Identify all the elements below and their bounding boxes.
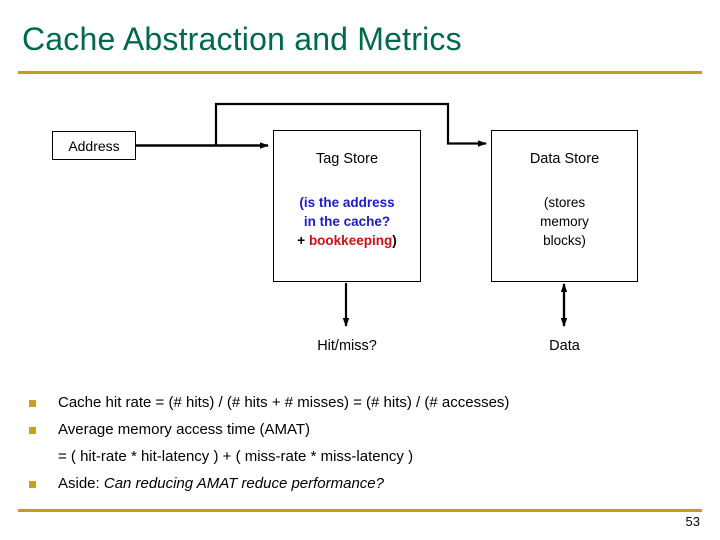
square-bullet-icon: [29, 481, 36, 488]
square-bullet-icon: [29, 400, 36, 407]
tag-store-sub-line-1: (is the address: [299, 195, 395, 210]
hit-miss-output-label: Hit/miss?: [317, 338, 377, 354]
data-output-label: Data: [549, 338, 580, 354]
tag-store-sub-line-2: in the cache?: [303, 214, 391, 229]
title-divider: [18, 71, 702, 74]
address-box: Address: [52, 131, 136, 160]
tag-store-description: (is the address in the cache? + bookkeep…: [274, 193, 420, 250]
page-number: 53: [685, 514, 700, 529]
tag-store-box: Tag Store (is the address in the cache? …: [273, 130, 421, 282]
data-store-box: Data Store (stores memory blocks): [491, 130, 638, 282]
aside-prefix: Aside:: [58, 475, 104, 492]
page-title: Cache Abstraction and Metrics: [22, 21, 462, 57]
bullet-continuation: = ( hit-rate * hit-latency ) + ( miss-ra…: [20, 443, 704, 470]
footer-divider: [18, 509, 702, 512]
bullet-list: Cache hit rate = (# hits) / (# hits + # …: [20, 389, 704, 497]
list-item: Average memory access time (AMAT): [20, 416, 704, 443]
address-box-label: Address: [68, 137, 120, 154]
tag-store-bookkeeping: bookkeeping: [308, 233, 393, 248]
data-store-heading: Data Store: [529, 151, 600, 167]
data-store-sub-line-2: memory: [540, 214, 589, 229]
bullet-text: Cache hit rate = (# hits) / (# hits + # …: [58, 394, 510, 411]
tag-store-sub-line-3: + bookkeeping): [274, 231, 420, 250]
list-item: Aside: Can reducing AMAT reduce performa…: [20, 470, 704, 497]
bullet-text: Average memory access time (AMAT): [58, 421, 311, 438]
tag-store-close-paren: ): [392, 233, 397, 248]
aside-question: Can reducing AMAT reduce performance?: [103, 475, 384, 492]
data-store-sub-line-1: (stores: [543, 195, 586, 210]
data-store-description: (stores memory blocks): [492, 193, 637, 250]
data-store-sub-line-3: blocks): [543, 233, 586, 248]
tag-store-plus: +: [297, 233, 309, 248]
square-bullet-icon: [29, 427, 36, 434]
tag-store-heading: Tag Store: [315, 151, 379, 167]
amat-formula: = ( hit-rate * hit-latency ) + ( miss-ra…: [58, 448, 414, 465]
list-item: Cache hit rate = (# hits) / (# hits + # …: [20, 389, 704, 416]
